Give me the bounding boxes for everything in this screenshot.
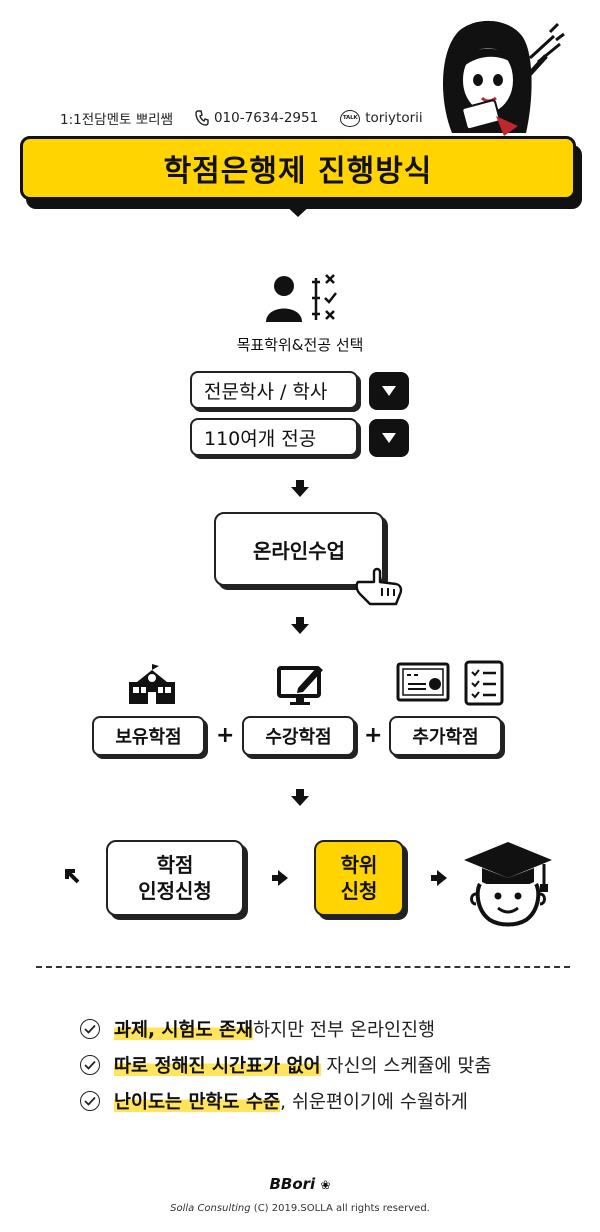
- major-select-dropdown-button[interactable]: [369, 419, 409, 457]
- degree-select-value: 전문학사 / 학사: [204, 380, 328, 403]
- certificate-icon: [396, 662, 450, 704]
- bullet-highlight: 과제, 시험도 존재: [114, 1016, 254, 1042]
- down-arrow-icon: [291, 789, 309, 806]
- degree-application-box[interactable]: 학위 신청: [314, 840, 404, 916]
- course-credits-pill: 수강학점: [242, 716, 355, 756]
- owned-credits-pill: 보유학점: [92, 716, 205, 756]
- footer-logo: BBori ❀: [0, 1175, 600, 1193]
- page-title: 학점은행제 진행방식: [163, 154, 433, 189]
- online-class-box[interactable]: 온라인수업: [214, 512, 384, 586]
- credit-recognition-line2: 인정신청: [138, 879, 212, 903]
- graduate-cap-icon: [462, 838, 554, 928]
- degree-application-line1: 학위: [340, 853, 378, 877]
- mascot-illustration: [430, 18, 570, 138]
- owned-credits-label: 보유학점: [115, 727, 182, 748]
- check-circle-icon: [80, 1091, 100, 1111]
- kakao-id: toriytorii: [365, 110, 423, 126]
- goal-label: 목표학위&전공 선택: [236, 336, 364, 354]
- bullet-item: 따로 정해진 시간표가 없어 자신의 스케쥴에 맞춤: [80, 1052, 491, 1078]
- down-arrow-icon: [291, 617, 309, 634]
- online-class-label: 온라인수업: [253, 538, 345, 563]
- footer-brand: Solla Consulting: [170, 1203, 251, 1214]
- person-checklist-icon: [262, 272, 338, 324]
- phone-contact[interactable]: 010-7634-2951: [195, 110, 318, 126]
- contact-line: 1:1전담멘토 뽀리쌤 010-7634-2951 TALK toriytori…: [60, 107, 423, 129]
- school-icon: [127, 660, 177, 706]
- diagonal-arrow-icon: [64, 868, 80, 884]
- bullet-text: , 쉬운편이기에 수월하게: [280, 1092, 468, 1113]
- bullet-text: 하지만 전부 온라인진행: [253, 1020, 436, 1041]
- bullet-item: 난이도는 만학도 수준, 쉬운편이기에 수월하게: [80, 1088, 468, 1114]
- chevron-down-icon: [382, 386, 396, 396]
- chevron-down-icon: [382, 433, 396, 443]
- kakao-contact[interactable]: TALK toriytorii: [340, 109, 423, 127]
- additional-credits-pill: 추가학점: [389, 716, 502, 756]
- footer-logo-text: BBori: [269, 1175, 316, 1193]
- checklist-icon: [464, 660, 504, 706]
- right-arrow-icon: [437, 870, 447, 886]
- bullet-highlight: 난이도는 만학도 수준: [114, 1088, 281, 1114]
- plus-sign: +: [216, 723, 235, 748]
- sprout-icon: ❀: [320, 1178, 331, 1192]
- course-credits-label: 수강학점: [265, 727, 332, 748]
- footer-copyright-text: (C) 2019.SOLLA all rights reserved.: [253, 1203, 430, 1214]
- major-select[interactable]: 110여개 전공: [190, 418, 358, 456]
- credit-recognition-box[interactable]: 학점 인정신청: [106, 840, 244, 916]
- right-arrow-stem: [431, 875, 438, 881]
- banner-pointer: [282, 202, 314, 217]
- mentor-label: 1:1전담멘토 뽀리쌤: [60, 112, 173, 128]
- degree-select[interactable]: 전문학사 / 학사: [190, 371, 358, 409]
- credit-recognition-line1: 학점: [156, 853, 194, 877]
- check-circle-icon: [80, 1055, 100, 1075]
- right-arrow-stem: [272, 875, 279, 881]
- plus-sign: +: [364, 723, 383, 748]
- bullet-highlight: 따로 정해진 시간표가 없어: [114, 1052, 321, 1078]
- major-select-value: 110여개 전공: [204, 427, 317, 450]
- title-banner: 학점은행제 진행방식: [20, 136, 576, 200]
- check-circle-icon: [80, 1019, 100, 1039]
- bullet-text: 자신의 스케쥴에 맞춤: [320, 1056, 492, 1077]
- phone-icon: [195, 110, 209, 126]
- down-arrow-icon: [291, 480, 309, 497]
- phone-number: 010-7634-2951: [213, 110, 319, 126]
- kakao-talk-icon: TALK: [340, 109, 361, 127]
- pointing-hand-icon: [352, 562, 404, 608]
- section-divider: [36, 966, 570, 968]
- right-arrow-icon: [278, 870, 288, 886]
- degree-select-dropdown-button[interactable]: [369, 372, 409, 410]
- footer-copyright: Solla Consulting (C) 2019.SOLLA all righ…: [0, 1203, 600, 1214]
- computer-pencil-icon: [276, 660, 326, 706]
- degree-application-line2: 신청: [340, 879, 378, 903]
- additional-credits-label: 추가학점: [412, 727, 479, 748]
